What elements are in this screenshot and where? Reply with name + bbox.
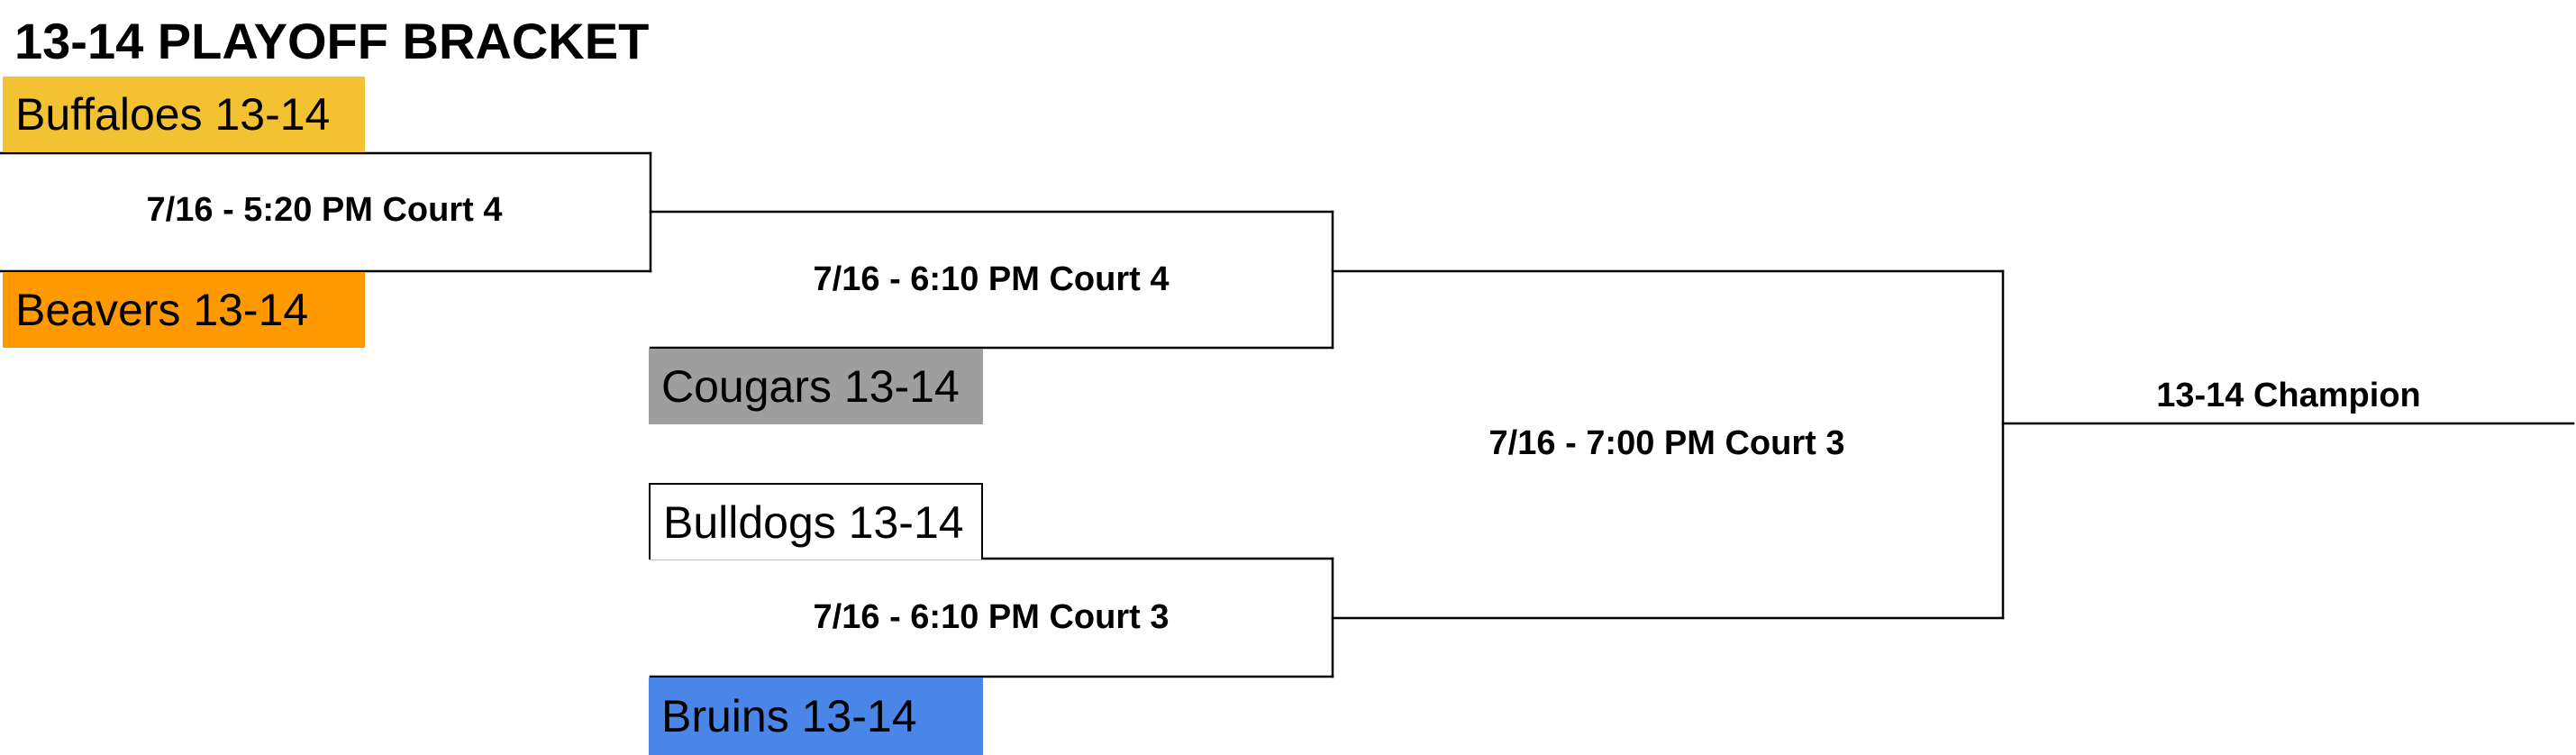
team-box-cougars: Cougars 13-14 xyxy=(649,349,983,424)
champion-label: 13-14 Champion xyxy=(2156,377,2421,414)
page-title: 13-14 PLAYOFF BRACKET xyxy=(14,13,650,69)
game-label-final: 7/16 - 7:00 PM Court 3 xyxy=(1488,424,1845,462)
team-box-bruins: Bruins 13-14 xyxy=(649,678,983,755)
team-box-bulldogs: Bulldogs 13-14 xyxy=(649,483,983,559)
game-label-semi-bottom: 7/16 - 6:10 PM Court 3 xyxy=(813,598,1170,636)
team-box-beavers: Beavers 13-14 xyxy=(3,272,365,348)
team-box-buffaloes: Buffaloes 13-14 xyxy=(3,77,365,152)
game-label-round1: 7/16 - 5:20 PM Court 4 xyxy=(146,191,503,229)
game-label-semi-top: 7/16 - 6:10 PM Court 4 xyxy=(813,260,1170,298)
